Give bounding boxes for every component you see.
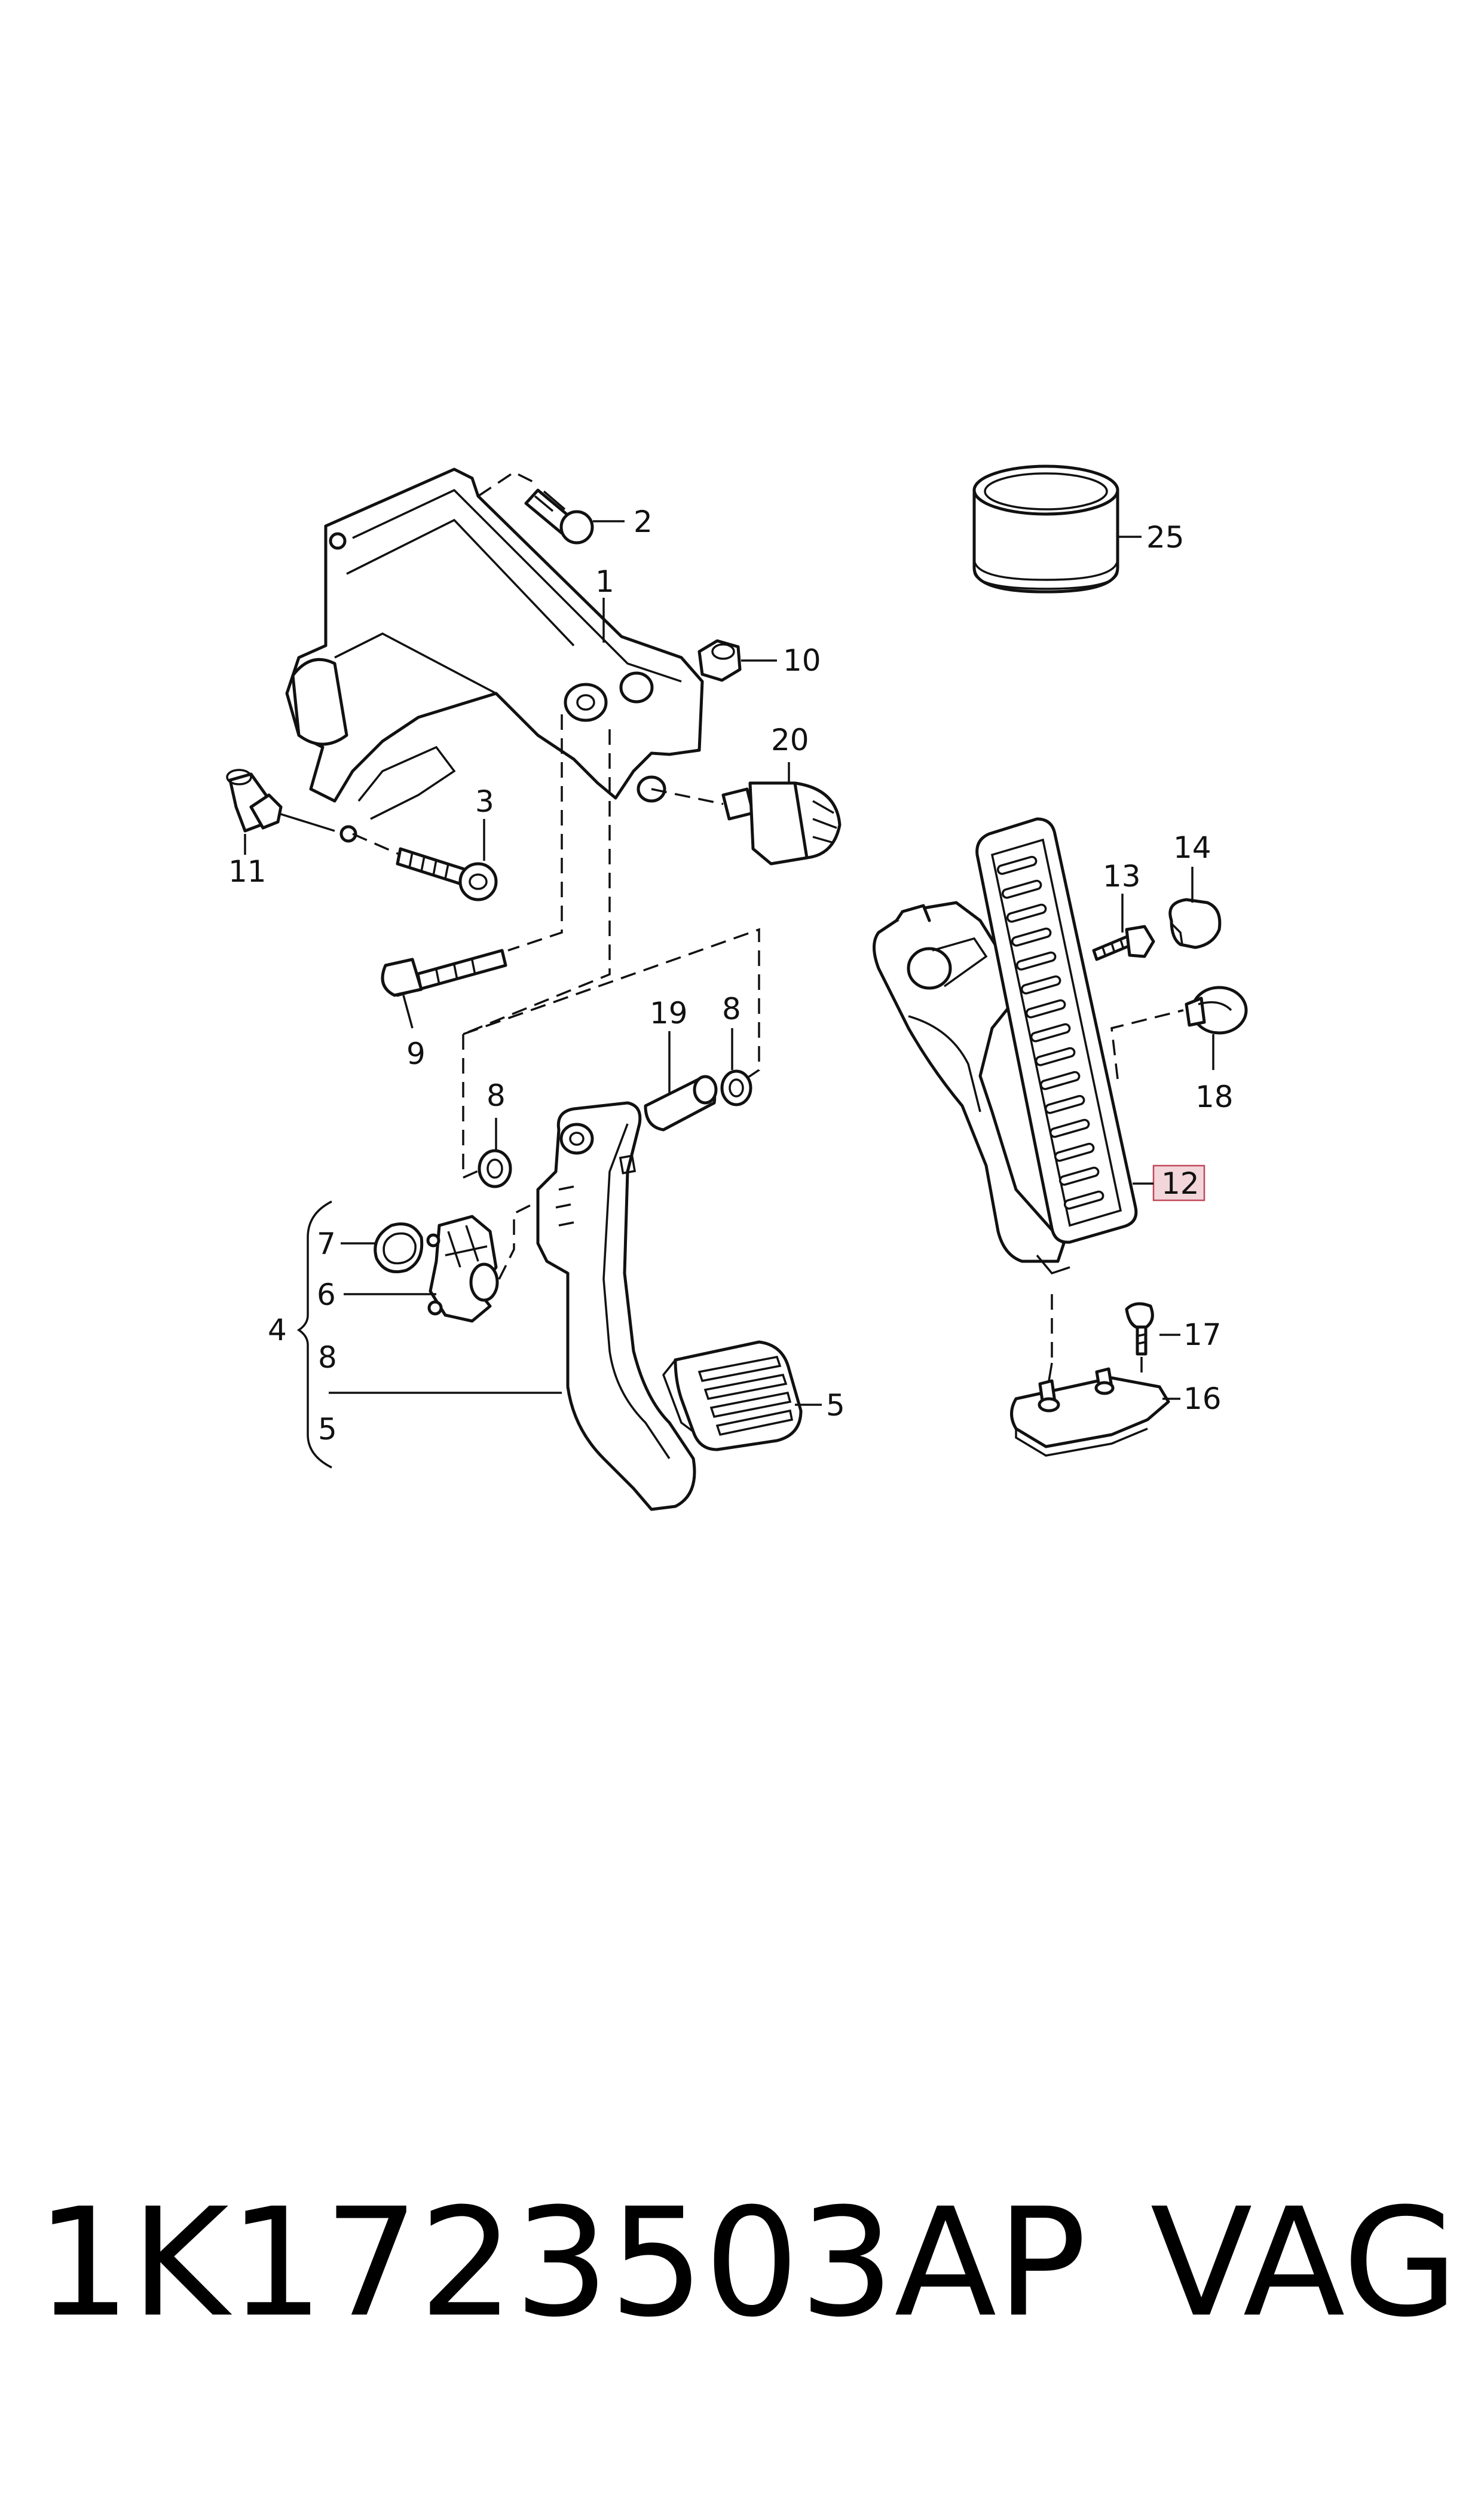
- nut-10: [697, 639, 742, 682]
- screw-2: [524, 488, 594, 545]
- cap-14: [1168, 898, 1222, 949]
- bolt-13: [1092, 925, 1155, 961]
- callout-20: 20: [771, 723, 809, 757]
- bolt-3: [396, 847, 498, 901]
- pedal-ribs: [996, 855, 1104, 1210]
- pedal-pad-5: [662, 1340, 803, 1451]
- callout-16: 16: [1183, 1381, 1222, 1416]
- callout-17: 17: [1183, 1317, 1222, 1352]
- brand-name: VAG: [1150, 2176, 1458, 2350]
- callout-10: 10: [783, 643, 821, 678]
- footer: 1K1723503AP VAG: [36, 2176, 1458, 2355]
- clip-8-left: [478, 1149, 512, 1188]
- callout-1: 1: [595, 564, 614, 599]
- callout-8-group: 8: [318, 1340, 337, 1375]
- callout-2: 2: [634, 505, 653, 539]
- callout-18: 18: [1195, 1080, 1234, 1114]
- callout-3: 3: [475, 784, 494, 819]
- group-bracket-4: [296, 1200, 332, 1469]
- switch-20: [721, 781, 842, 866]
- callout-13: 13: [1103, 859, 1141, 894]
- callout-11: 11: [228, 854, 267, 889]
- nut-11: [226, 769, 283, 833]
- callout-5-group: 5: [318, 1412, 337, 1447]
- callout-6: 6: [317, 1277, 336, 1312]
- part-number: 1K1723503AP: [36, 2176, 1087, 2350]
- callout-4: 4: [268, 1313, 287, 1347]
- callout-19: 19: [650, 996, 688, 1031]
- sleeve-25: [972, 464, 1119, 594]
- accelerator-pedal: [873, 817, 1138, 1275]
- bolt-9: [381, 949, 507, 997]
- callout-8-left: 8: [486, 1078, 506, 1113]
- callout-12: 12: [1161, 1166, 1200, 1201]
- base-plate-16: [1010, 1362, 1170, 1457]
- cap-18: [1185, 986, 1248, 1035]
- o-ring-7: [374, 1222, 424, 1273]
- spring-holder-6: [426, 1215, 499, 1323]
- clip-8-right: [720, 1069, 752, 1106]
- callout-25: 25: [1146, 520, 1185, 555]
- screw-17: [1125, 1302, 1154, 1356]
- bushing-19: [644, 1075, 718, 1132]
- clutch-pedal: [536, 1101, 696, 1511]
- callout-14: 14: [1173, 830, 1211, 865]
- callout-5-pad: 5: [826, 1388, 845, 1423]
- callout-8-right: 8: [722, 992, 741, 1026]
- callout-9: 9: [406, 1037, 426, 1071]
- callout-7: 7: [317, 1227, 336, 1261]
